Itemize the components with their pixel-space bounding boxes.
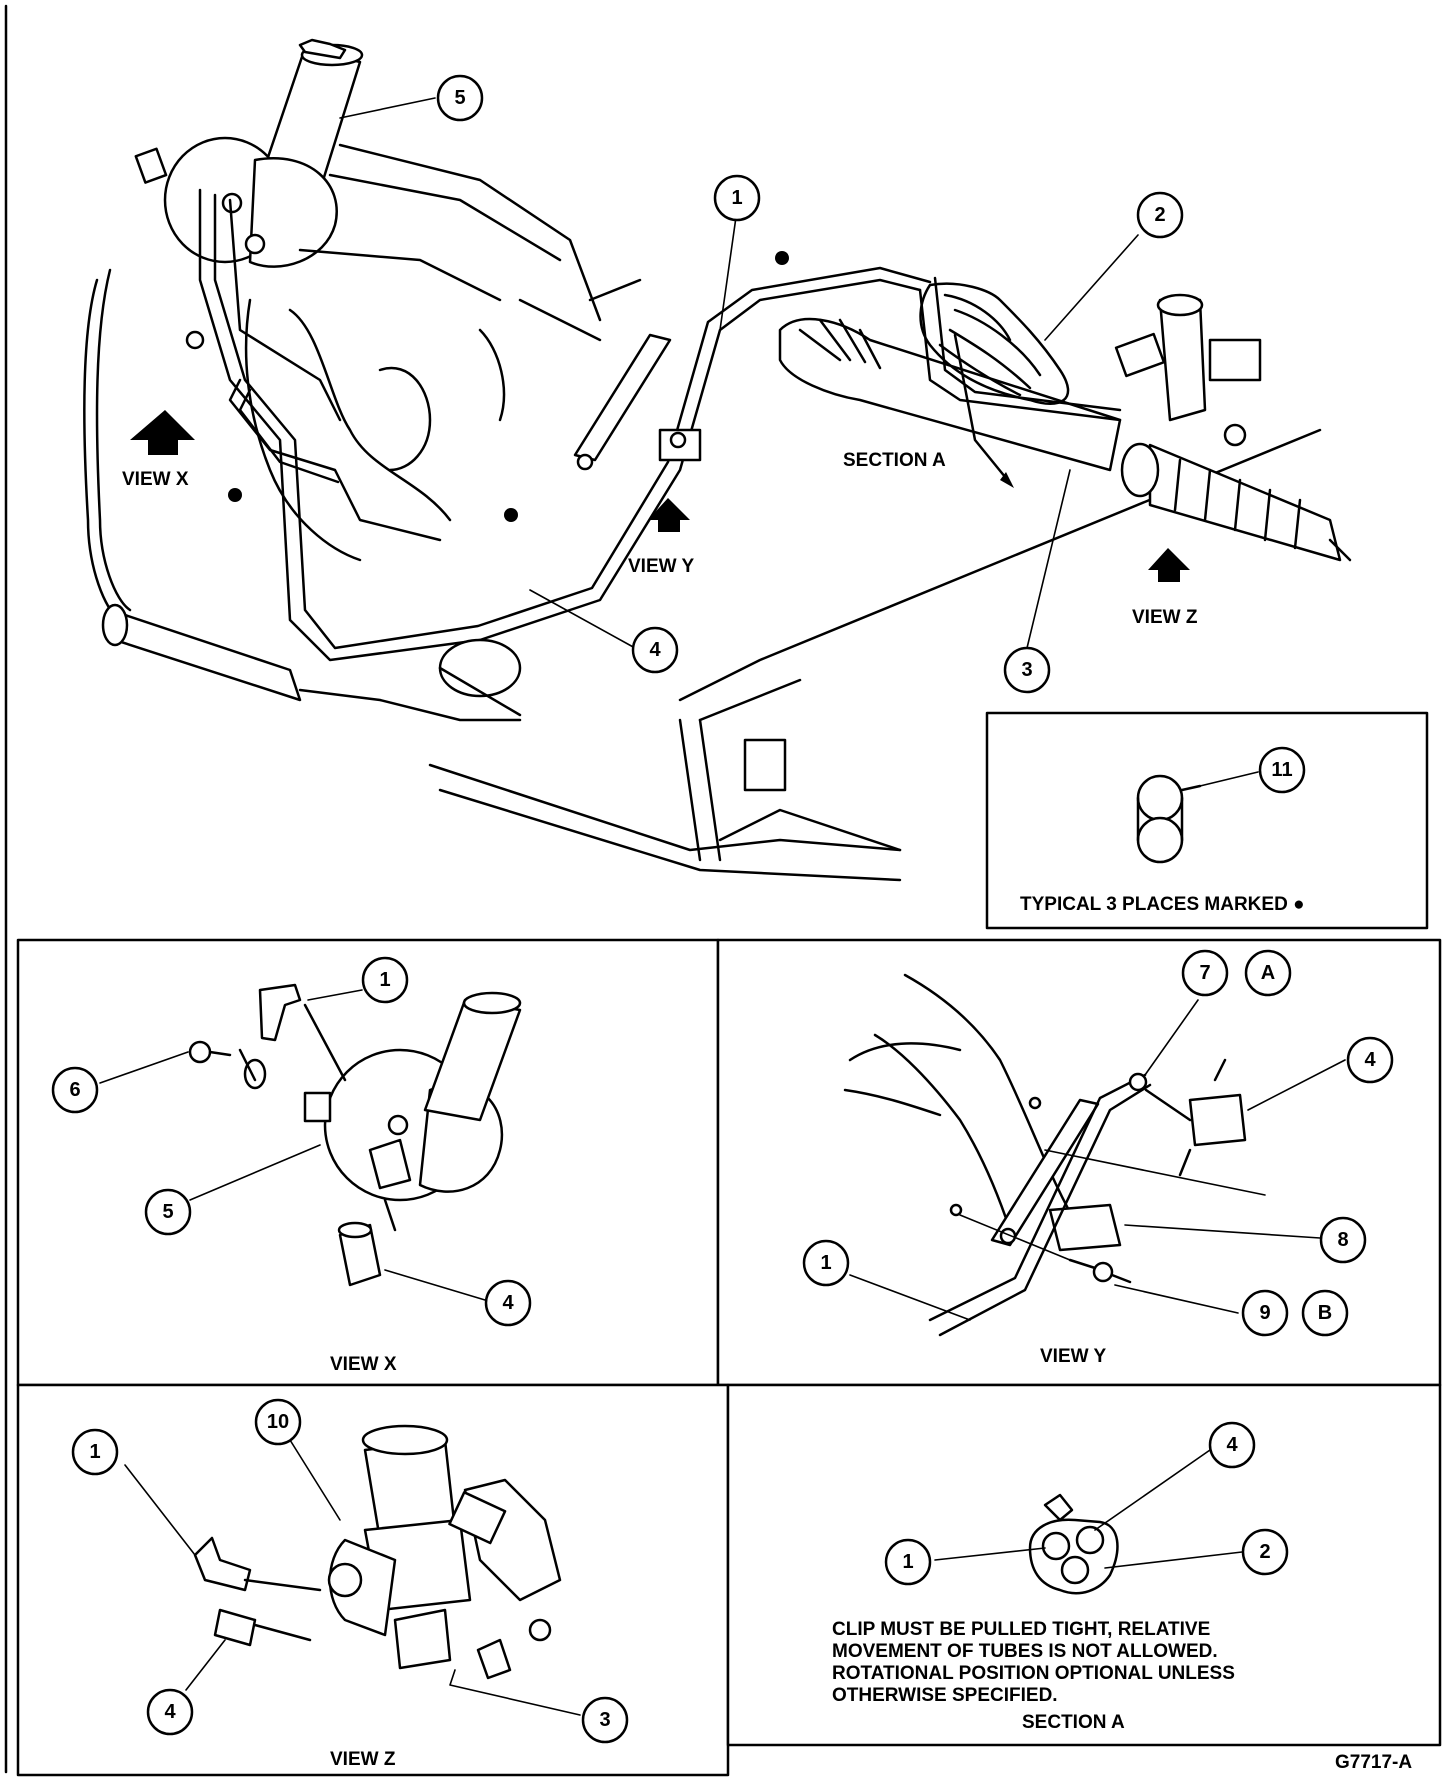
svg-text:1: 1 bbox=[731, 187, 742, 209]
callout-section-2: 2 bbox=[1241, 1528, 1289, 1576]
engine-block bbox=[244, 143, 642, 562]
main-illustration bbox=[4, 4, 1352, 1774]
callout-main-4: 4 bbox=[631, 626, 679, 674]
callout-main-5: 5 bbox=[436, 74, 484, 122]
typical-clip-box: 11 TYPICAL 3 PLACES MARKED ● bbox=[985, 711, 1429, 930]
coiled-hose bbox=[918, 276, 1122, 422]
clip-section-icon bbox=[1028, 1493, 1119, 1595]
label-section-a: SECTION A bbox=[843, 450, 946, 471]
callout-x-4: 4 bbox=[484, 1279, 532, 1327]
svg-text:4: 4 bbox=[502, 1292, 514, 1314]
callout-y-A: A bbox=[1244, 949, 1292, 997]
svg-text:7: 7 bbox=[1199, 962, 1210, 984]
clip-marker bbox=[228, 488, 242, 502]
callout-x-5: 5 bbox=[144, 1188, 192, 1236]
svg-text:8: 8 bbox=[1337, 1229, 1348, 1251]
pressure-lines bbox=[83, 188, 932, 662]
clip-marker bbox=[504, 508, 518, 522]
note-line-2: MOVEMENT OF TUBES IS NOT ALLOWED. bbox=[832, 1641, 1218, 1662]
callout-y-9: 9 bbox=[1241, 1289, 1289, 1337]
pump bbox=[134, 136, 338, 350]
svg-text:4: 4 bbox=[164, 1701, 176, 1723]
clip-marker bbox=[775, 251, 789, 265]
section-a-title: SECTION A bbox=[1022, 1712, 1125, 1733]
svg-text:9: 9 bbox=[1259, 1302, 1270, 1324]
callout-main-2: 2 bbox=[1136, 191, 1184, 239]
section-a-panel: 4 1 2 CLIP MUST BE PULLED TIGHT, RELATIV… bbox=[726, 1383, 1442, 1747]
view-z-panel: 10 1 4 3 VIEW Z bbox=[16, 1383, 730, 1777]
callout-x-1: 1 bbox=[361, 956, 409, 1004]
svg-text:4: 4 bbox=[1226, 1434, 1238, 1456]
svg-text:6: 6 bbox=[69, 1079, 80, 1101]
svg-text:1: 1 bbox=[820, 1252, 831, 1274]
svg-text:2: 2 bbox=[1259, 1541, 1270, 1563]
view-y-arrow-icon bbox=[648, 498, 690, 532]
callout-y-4: 4 bbox=[1346, 1036, 1394, 1084]
callout-z-3: 3 bbox=[581, 1696, 629, 1744]
callout-z-4: 4 bbox=[146, 1688, 194, 1736]
callout-y-7: 7 bbox=[1181, 949, 1229, 997]
svg-text:4: 4 bbox=[649, 639, 661, 661]
svg-text:11: 11 bbox=[1271, 759, 1292, 781]
label-view-x: VIEW X bbox=[122, 469, 189, 490]
note-line-4: OTHERWISE SPECIFIED. bbox=[832, 1685, 1058, 1706]
svg-text:1: 1 bbox=[379, 969, 390, 991]
svg-text:3: 3 bbox=[599, 1709, 610, 1731]
view-x-title: VIEW X bbox=[330, 1354, 397, 1375]
view-y-panel: 7 A 4 8 1 9 B VIEW Y bbox=[716, 938, 1442, 1387]
svg-text:10: 10 bbox=[267, 1411, 289, 1433]
callout-section-1: 1 bbox=[884, 1538, 932, 1586]
mount-bracket bbox=[573, 333, 702, 471]
view-y-title: VIEW Y bbox=[1040, 1346, 1106, 1367]
note-line-3: ROTATIONAL POSITION OPTIONAL UNLESS bbox=[832, 1663, 1235, 1684]
svg-text:4: 4 bbox=[1364, 1049, 1376, 1071]
callout-y-B: B bbox=[1301, 1289, 1349, 1337]
callout-main-3: 3 bbox=[1003, 646, 1051, 694]
typical-caption: TYPICAL 3 PLACES MARKED ● bbox=[1020, 894, 1305, 915]
frame bbox=[428, 428, 1322, 882]
callout-main-1: 1 bbox=[713, 174, 761, 222]
clip-icon bbox=[1136, 774, 1202, 864]
reservoir bbox=[260, 38, 364, 192]
callout-y-8: 8 bbox=[1319, 1216, 1367, 1264]
view-x-arrow-icon bbox=[130, 410, 195, 455]
label-view-z: VIEW Z bbox=[1132, 607, 1198, 628]
steering-gear bbox=[778, 293, 1352, 562]
svg-text:1: 1 bbox=[89, 1441, 100, 1463]
callout-section-4: 4 bbox=[1208, 1421, 1256, 1469]
svg-text:B: B bbox=[1318, 1302, 1332, 1324]
view-z-arrow-icon bbox=[1148, 548, 1190, 582]
callout-y-1: 1 bbox=[802, 1239, 850, 1287]
callout-z-1: 1 bbox=[71, 1428, 119, 1476]
cooler-assembly bbox=[101, 603, 522, 722]
svg-text:1: 1 bbox=[902, 1551, 913, 1573]
note-line-1: CLIP MUST BE PULLED TIGHT, RELATIVE bbox=[832, 1619, 1210, 1640]
view-x-panel: 1 6 5 4 VIEW X bbox=[16, 938, 720, 1387]
callout-z-10: 10 bbox=[254, 1398, 302, 1446]
svg-text:5: 5 bbox=[162, 1201, 173, 1223]
label-view-y: VIEW Y bbox=[628, 556, 694, 577]
svg-text:A: A bbox=[1261, 962, 1275, 984]
callout-11: 11 bbox=[1258, 746, 1306, 794]
callout-x-6: 6 bbox=[51, 1066, 99, 1114]
svg-text:2: 2 bbox=[1154, 204, 1165, 226]
svg-text:3: 3 bbox=[1021, 659, 1032, 681]
view-z-title: VIEW Z bbox=[330, 1749, 396, 1770]
svg-text:5: 5 bbox=[454, 87, 465, 109]
figure-id: G7717-A bbox=[1335, 1752, 1412, 1773]
